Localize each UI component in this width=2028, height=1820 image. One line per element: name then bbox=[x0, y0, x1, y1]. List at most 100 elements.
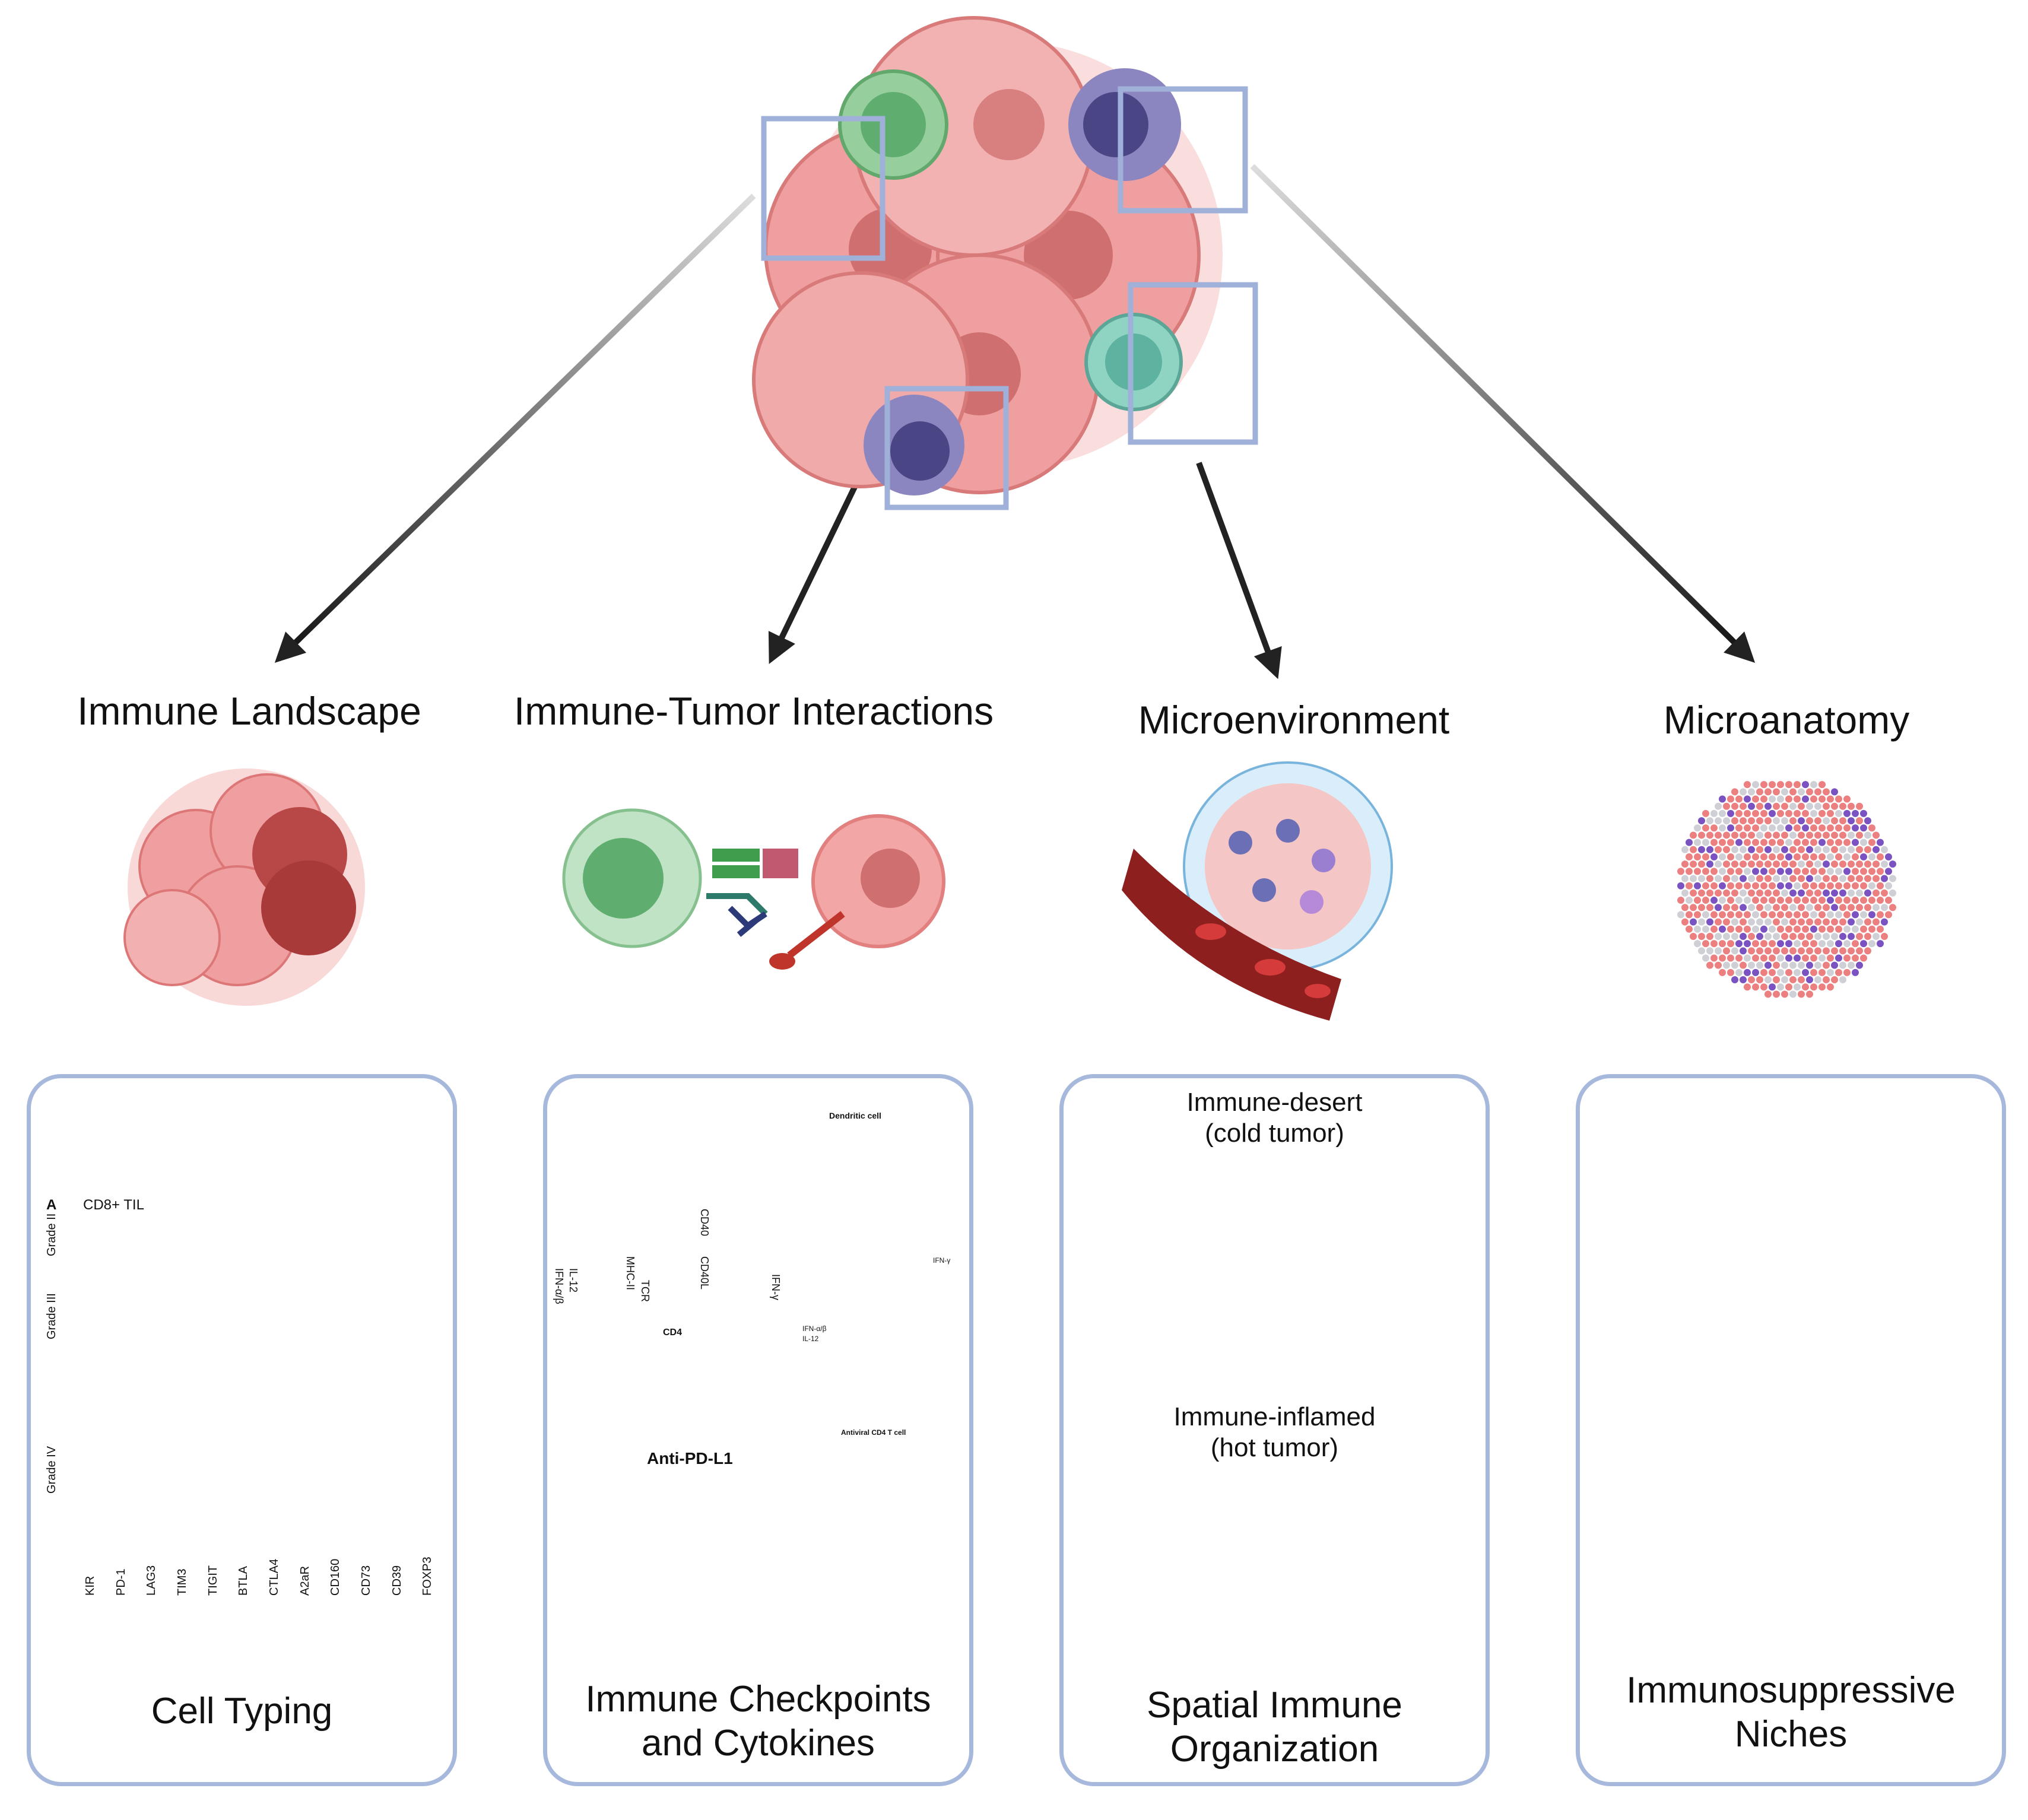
tissue-spot bbox=[1706, 860, 1713, 868]
tissue-spot bbox=[1835, 954, 1842, 962]
tissue-spot bbox=[1802, 983, 1809, 991]
tissue-spot bbox=[1723, 961, 1730, 969]
tissue-spot bbox=[1760, 838, 1767, 846]
tissue-spot bbox=[1760, 897, 1767, 904]
arrow-to-landscape bbox=[274, 193, 756, 663]
tissue-spot bbox=[1764, 802, 1772, 810]
tissue-spot bbox=[1806, 990, 1813, 998]
tissue-spot bbox=[1731, 961, 1738, 969]
tissue-spot bbox=[1686, 897, 1693, 904]
tissue-spot bbox=[1764, 889, 1772, 897]
tissue-spot bbox=[1868, 824, 1875, 832]
tissue-spot bbox=[1769, 954, 1776, 962]
spatial-label-line1: Spatial Immune bbox=[1147, 1685, 1402, 1726]
tissue-spot bbox=[1773, 990, 1780, 998]
cytokine-right-small-1: IFN-α/β bbox=[802, 1324, 827, 1333]
tissue-spot bbox=[1852, 940, 1859, 948]
tissue-spot bbox=[1740, 961, 1747, 969]
tissue-spot bbox=[1769, 940, 1776, 948]
antiviral-label: Antiviral CD4 T cell bbox=[841, 1428, 906, 1437]
tissue-spot bbox=[1752, 853, 1759, 860]
tissue-spot bbox=[1744, 940, 1751, 948]
tissue-spot bbox=[1727, 868, 1734, 875]
tissue-spot bbox=[1818, 824, 1826, 832]
tissue-spot bbox=[1806, 976, 1813, 984]
tissue-spot bbox=[1677, 897, 1684, 904]
tissue-spot bbox=[1777, 795, 1784, 803]
tissue-spot bbox=[1818, 853, 1826, 860]
tissue-spot bbox=[1877, 853, 1884, 860]
tissue-spot bbox=[1727, 795, 1734, 803]
tissue-spot bbox=[1706, 875, 1713, 882]
tissue-spot bbox=[1690, 846, 1697, 853]
tissue-spot bbox=[1885, 897, 1892, 904]
tissue-spot bbox=[1835, 897, 1842, 904]
tissue-spot bbox=[1731, 860, 1738, 868]
tissue-spot bbox=[1881, 932, 1888, 940]
tissue-spot bbox=[1818, 983, 1826, 991]
tissue-spot bbox=[1810, 882, 1817, 890]
tissue-spot bbox=[1827, 983, 1834, 991]
tissue-spot bbox=[1814, 904, 1821, 911]
tissue-spot bbox=[1752, 968, 1759, 976]
tissue-spot bbox=[1823, 904, 1830, 911]
tissue-spot bbox=[1744, 853, 1751, 860]
tissue-spot bbox=[1760, 954, 1767, 962]
tissue-spot bbox=[1756, 875, 1763, 882]
tissue-spot bbox=[1810, 911, 1817, 919]
heatmap-title: CD8+ TIL bbox=[83, 1197, 144, 1213]
tissue-spot bbox=[1781, 976, 1788, 984]
tissue-spot bbox=[1686, 868, 1693, 875]
tissue-spot bbox=[1843, 940, 1851, 948]
tissue-spot bbox=[1694, 882, 1701, 890]
tissue-spot bbox=[1789, 788, 1797, 796]
tumor-cluster-icon bbox=[123, 768, 365, 1006]
tissue-spot bbox=[1710, 897, 1718, 904]
tissue-spot bbox=[1752, 954, 1759, 962]
tissue-spot bbox=[1839, 846, 1846, 853]
tissue-spot bbox=[1818, 897, 1826, 904]
tissue-spot bbox=[1843, 838, 1851, 846]
heatmap-column-label: BTLA bbox=[237, 1565, 250, 1596]
tissue-spot bbox=[1715, 932, 1722, 940]
tissue-spot bbox=[1827, 868, 1834, 875]
tissue-spot bbox=[1760, 795, 1767, 803]
tissue-spot bbox=[1756, 976, 1763, 984]
tissue-spot bbox=[1831, 904, 1838, 911]
tissue-spot bbox=[1773, 817, 1780, 825]
tissue-spot bbox=[1744, 968, 1751, 976]
tissue-spot bbox=[1848, 875, 1855, 882]
tissue-spot bbox=[1752, 795, 1759, 803]
tissue-spot bbox=[1839, 918, 1846, 926]
tissue-spot bbox=[1764, 846, 1772, 853]
tissue-spot bbox=[1744, 868, 1751, 875]
tissue-spot bbox=[1881, 875, 1888, 882]
tissue-spot bbox=[1744, 983, 1751, 991]
tissue-spot bbox=[1764, 904, 1772, 911]
tissue-spot bbox=[1744, 781, 1751, 789]
tissue-spot bbox=[1814, 831, 1821, 839]
tissue-spot bbox=[1802, 809, 1809, 817]
tissue-spot bbox=[1723, 918, 1730, 926]
spatial-label-line2: Organization bbox=[1170, 1729, 1379, 1770]
tissue-spot bbox=[1710, 868, 1718, 875]
tissue-spot bbox=[1735, 882, 1743, 890]
tissue-spot bbox=[1785, 824, 1792, 832]
tissue-spot bbox=[1694, 940, 1701, 948]
tissue-spot bbox=[1740, 788, 1747, 796]
tissue-spot bbox=[1760, 809, 1767, 817]
tissue-spot bbox=[1810, 983, 1817, 991]
tissue-spot bbox=[1810, 897, 1817, 904]
tissue-spot bbox=[1856, 802, 1863, 810]
tissue-spot bbox=[1785, 868, 1792, 875]
tissue-spot bbox=[1814, 932, 1821, 940]
tissue-spot bbox=[1706, 846, 1713, 853]
tissue-spot bbox=[1806, 932, 1813, 940]
heatmap-panel-letter: A bbox=[46, 1197, 57, 1213]
tissue-spot bbox=[1785, 911, 1792, 919]
tissue-spot bbox=[1769, 925, 1776, 933]
tissue-spot bbox=[1864, 875, 1871, 882]
tissue-spot bbox=[1860, 911, 1867, 919]
tissue-spot bbox=[1752, 882, 1759, 890]
tissue-spot bbox=[1843, 925, 1851, 933]
